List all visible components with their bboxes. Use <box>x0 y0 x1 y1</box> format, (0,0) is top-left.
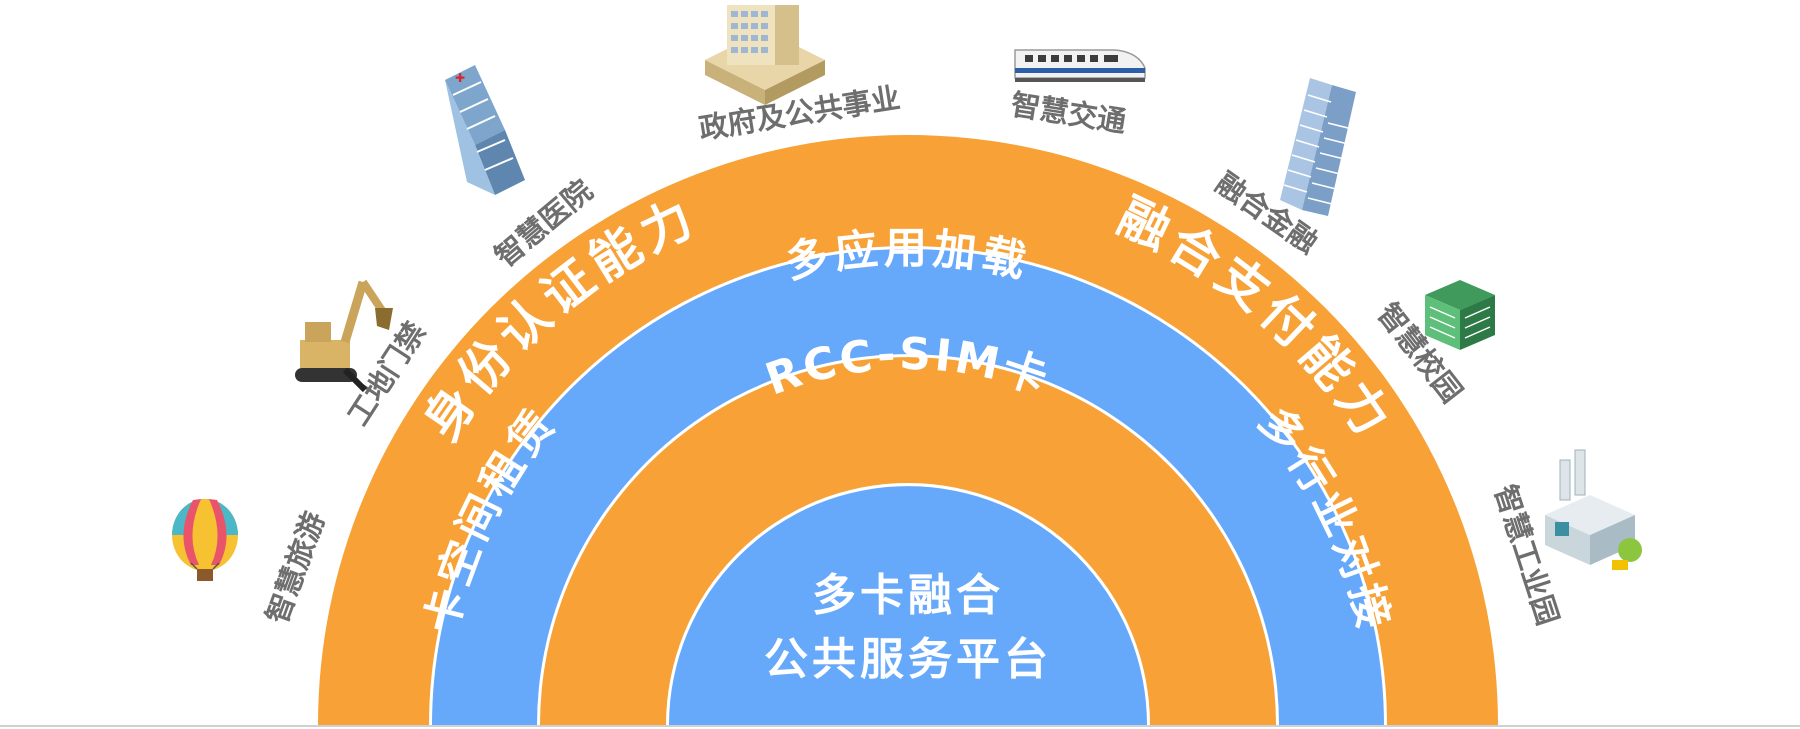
hospital-building-icon: ✚ <box>445 65 525 195</box>
svg-text:✚: ✚ <box>455 71 465 85</box>
factory-icon <box>1545 449 1642 570</box>
government-building-icon <box>705 5 825 105</box>
scenario-label-transport: 智慧交通 <box>1009 87 1129 139</box>
center-title-line-2: 公共服务平台 <box>764 634 1052 685</box>
excavator-icon <box>295 279 393 393</box>
campus-building-icon <box>1425 280 1495 350</box>
center-title-line-1: 多卡融合 <box>812 570 1004 621</box>
scenario-label-government: 政府及公共事业 <box>697 80 903 145</box>
skyscraper-icon <box>1280 78 1356 216</box>
bullet-train-icon <box>1014 49 1146 82</box>
scenario-label-tourism: 智慧旅游 <box>260 507 332 628</box>
scenario-label-industrial-park: 智慧工业园 <box>1488 481 1565 629</box>
center-blue-core <box>669 486 1147 725</box>
hot-air-balloon-icon <box>172 499 238 581</box>
rings <box>318 135 1498 725</box>
